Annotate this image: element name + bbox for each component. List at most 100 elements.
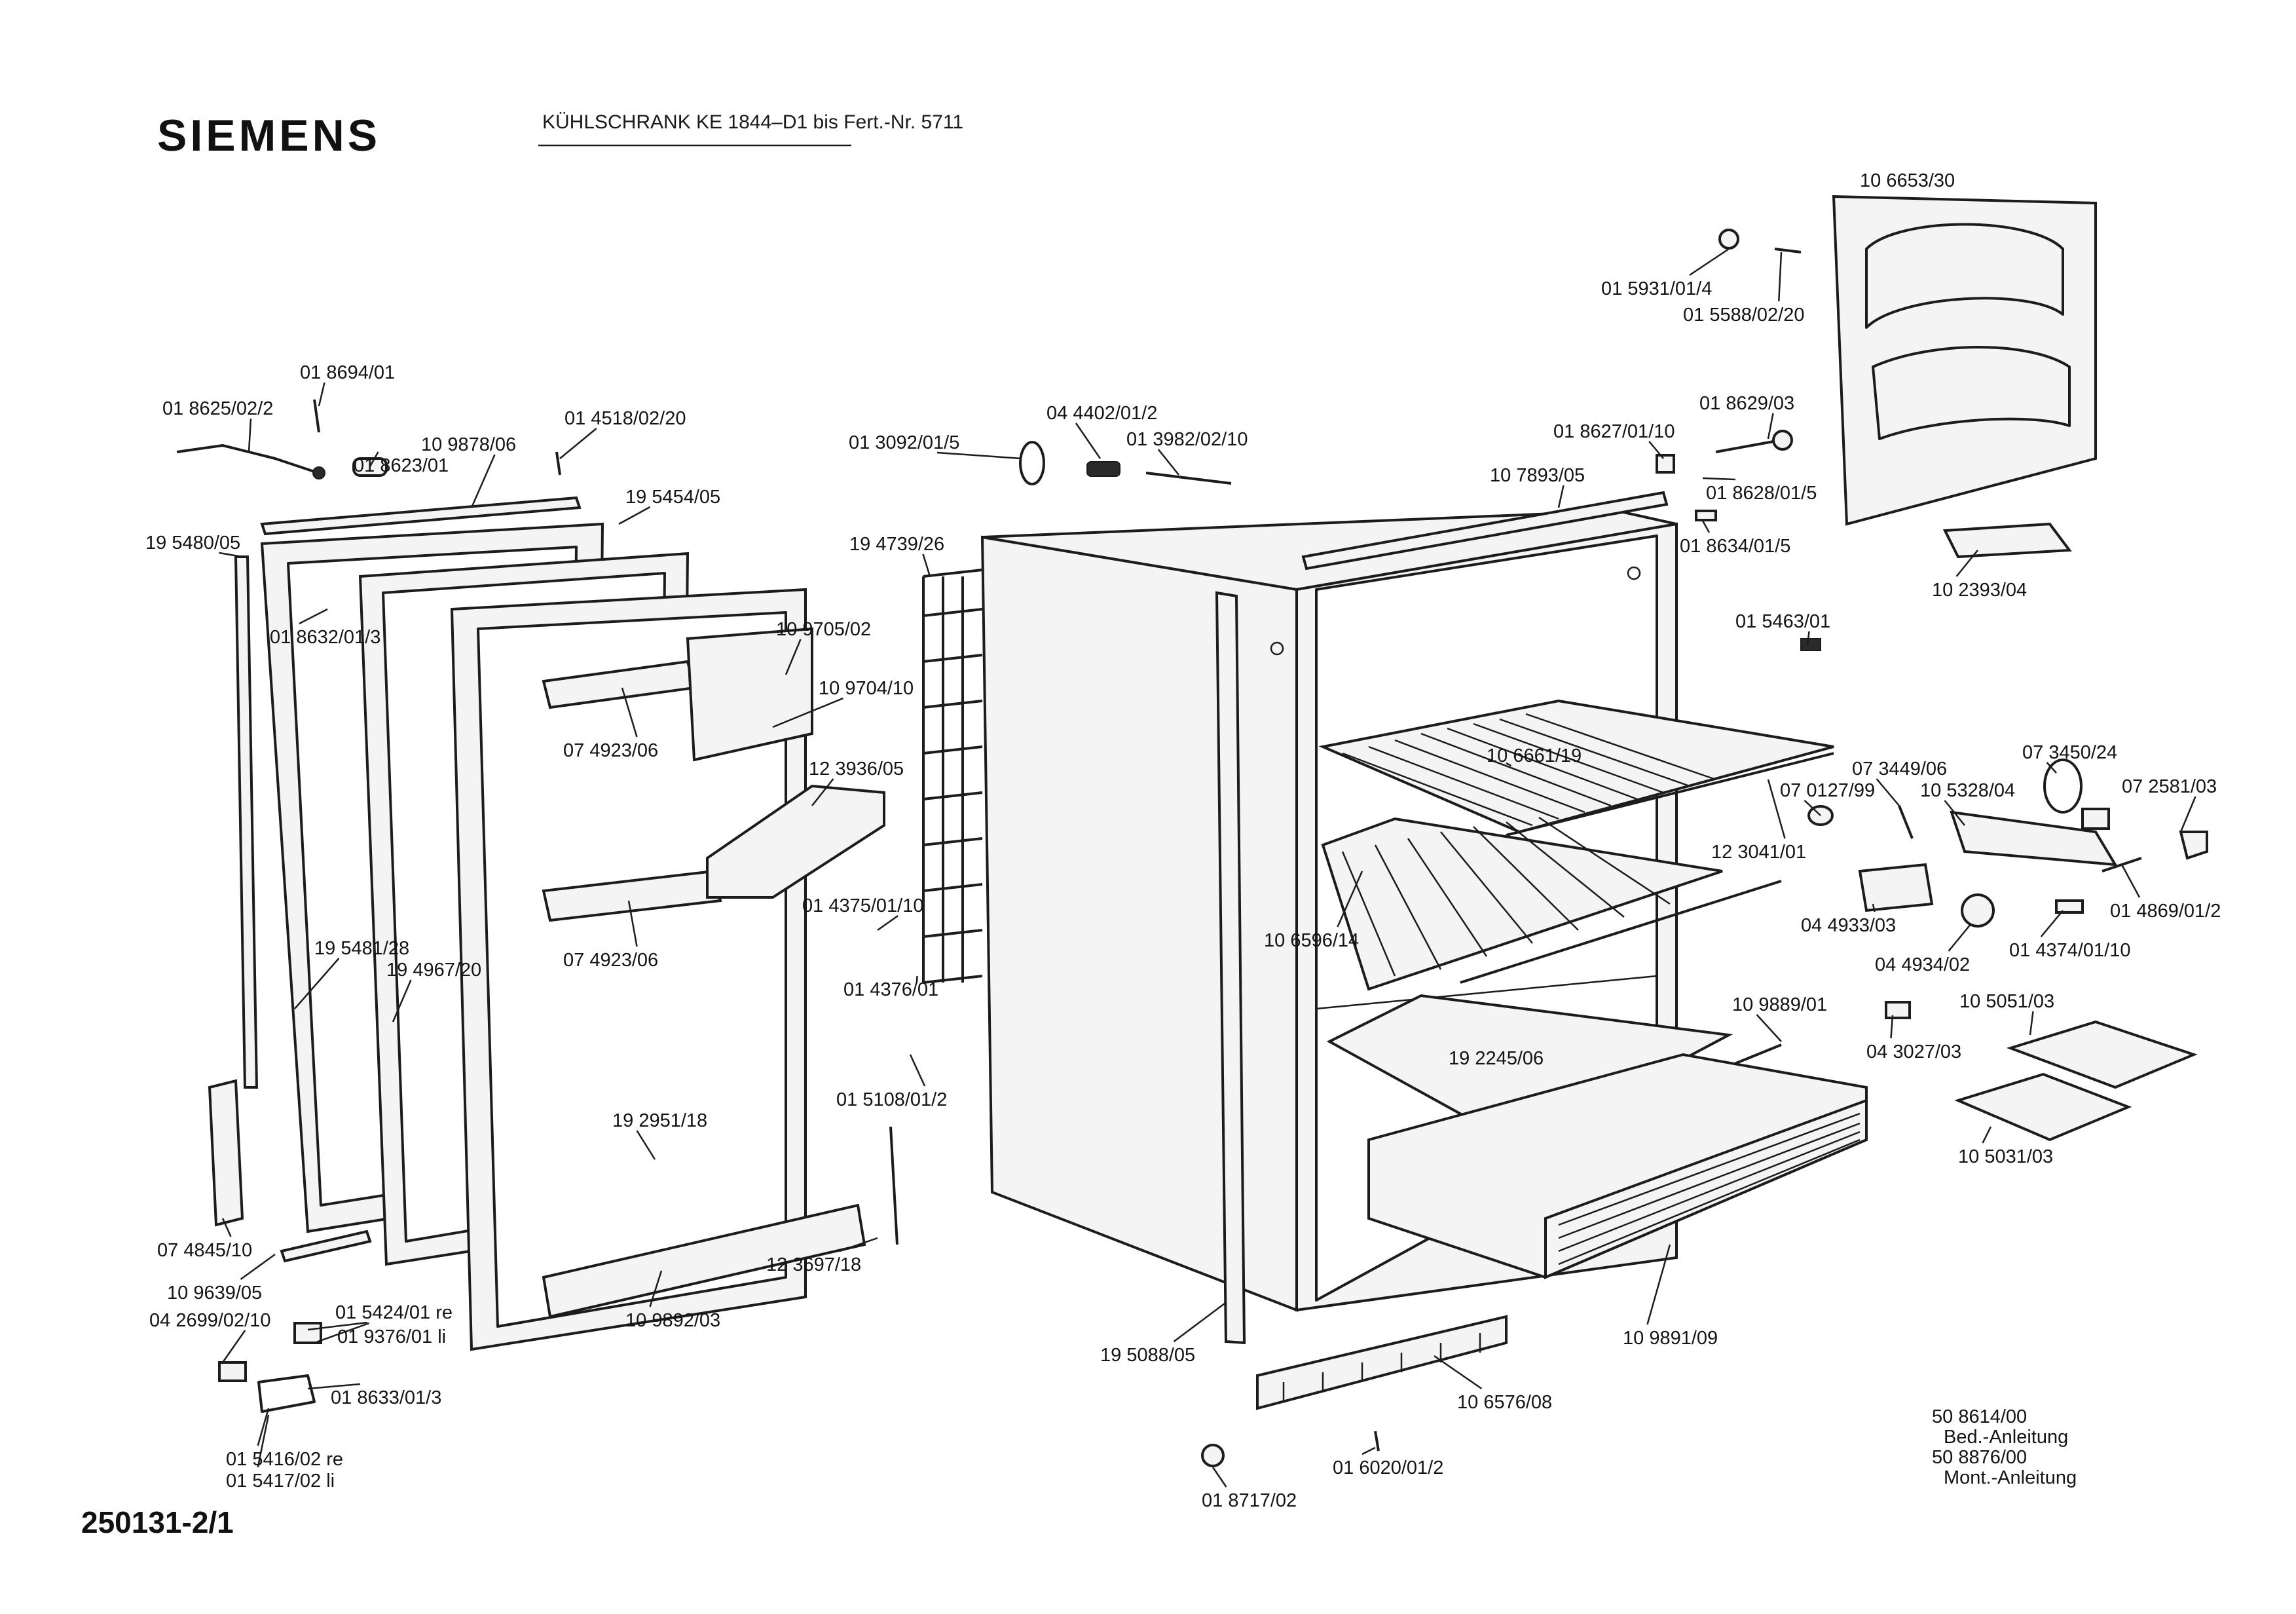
leader-line xyxy=(1701,520,1711,533)
leader-line xyxy=(294,958,340,1009)
leader-line xyxy=(621,687,638,738)
part-label: 19 4967/20 xyxy=(386,960,481,981)
part-label: 10 5328/04 xyxy=(1920,780,2015,801)
part-label: 19 4739/26 xyxy=(849,534,944,555)
thermostat-sensor xyxy=(889,1126,898,1245)
leader-line xyxy=(811,778,834,806)
foot-01-8717 xyxy=(1201,1444,1225,1467)
part-label: 10 9639/05 xyxy=(167,1283,262,1304)
shelf-10-6596-14 xyxy=(1321,816,1723,991)
part-label: 01 5416/02 re xyxy=(226,1449,343,1470)
brand-logo: SIEMENS xyxy=(157,111,380,160)
part-label: 01 3092/01/5 xyxy=(849,432,959,453)
knob-01-8629 xyxy=(1772,430,1793,451)
part-label: 04 3027/03 xyxy=(1866,1042,1961,1062)
part-label: 07 4923/06 xyxy=(563,740,658,761)
part-label: 10 9878/06 xyxy=(421,434,516,455)
part-label: 01 5931/01/4 xyxy=(1601,278,1712,299)
part-label: 10 5051/03 xyxy=(1959,991,2054,1012)
leader-line xyxy=(1646,1244,1671,1325)
part-label: 01 5463/01 xyxy=(1735,611,1830,632)
leader-line xyxy=(1806,631,1810,646)
leader-line xyxy=(257,1408,270,1446)
leader-line xyxy=(922,554,931,577)
o-ring xyxy=(1019,441,1045,485)
note-line-3: 50 8876/00 xyxy=(1932,1447,2027,1468)
hinge-plate xyxy=(218,1361,247,1382)
leader-line xyxy=(1767,779,1786,839)
switch-07-3450 xyxy=(2081,808,2110,830)
bracket-04-4933 xyxy=(1858,863,1934,912)
pin-01-8694 xyxy=(313,399,320,433)
leader-line xyxy=(627,900,638,947)
part-label: 04 4402/01/2 xyxy=(1046,403,1157,424)
note-line-4: Mont.-Anleitung xyxy=(1944,1467,2077,1488)
leader-line xyxy=(1648,441,1664,459)
leader-line xyxy=(2179,796,2196,833)
part-label: 10 2393/04 xyxy=(1932,580,2027,601)
part-label: 10 6596/14 xyxy=(1264,930,1359,951)
leader-line xyxy=(2120,864,2141,898)
part-label: 01 5424/01 re xyxy=(335,1302,453,1323)
part-label: 01 8633/01/3 xyxy=(331,1387,441,1408)
part-label: 19 5454/05 xyxy=(625,487,720,508)
capillary-coil xyxy=(2043,759,2083,814)
leader-line xyxy=(909,1054,926,1087)
screw-01-5588 xyxy=(1774,248,1802,253)
leader-line xyxy=(785,639,802,675)
part-label: 10 9889/01 xyxy=(1732,994,1827,1015)
document-number: 250131-2/1 xyxy=(81,1505,234,1539)
leader-line xyxy=(618,506,651,525)
leader-line xyxy=(1890,1015,1894,1039)
part-label: 01 8694/01 xyxy=(300,362,395,383)
part-label: 01 8628/01/5 xyxy=(1706,483,1817,504)
part-label: 01 8629/03 xyxy=(1699,393,1794,414)
pin-01-4374 xyxy=(2055,899,2084,914)
clip-01-8634 xyxy=(1695,510,1717,521)
part-label: 01 5108/01/2 xyxy=(836,1089,947,1110)
part-label: 10 9891/09 xyxy=(1623,1328,1718,1349)
part-label: 10 6661/19 xyxy=(1487,745,1582,766)
leader-line xyxy=(369,451,379,467)
part-label: 01 8627/01/10 xyxy=(1553,421,1675,442)
leader-line xyxy=(392,979,412,1023)
screw-01-4518 xyxy=(555,451,561,476)
leader-line xyxy=(299,608,328,625)
leader-line xyxy=(1212,1467,1227,1488)
part-label: 10 6576/08 xyxy=(1457,1392,1552,1413)
part-label: 04 4933/03 xyxy=(1801,915,1896,936)
crisper-drawer xyxy=(1367,1053,1868,1280)
part-label: 10 5031/03 xyxy=(1958,1146,2053,1167)
part-label: 01 3982/02/10 xyxy=(1126,429,1248,450)
leader-line xyxy=(1075,422,1102,459)
leader-line xyxy=(1157,449,1179,476)
leader-line xyxy=(1778,252,1783,302)
leader-line xyxy=(1876,778,1900,806)
part-label: 01 8625/02/2 xyxy=(162,398,273,419)
base-grille xyxy=(1256,1315,1508,1410)
hinge-bolt xyxy=(293,1322,322,1344)
leader-line xyxy=(1767,413,1774,440)
leader-line xyxy=(559,428,597,459)
leader-line xyxy=(772,697,843,728)
part-label: 12 3936/05 xyxy=(809,759,904,779)
part-label: 01 8717/02 xyxy=(1202,1490,1297,1511)
part-label: 01 5417/02 li xyxy=(226,1471,335,1492)
leader-line xyxy=(219,552,243,558)
hinge-cover xyxy=(208,1079,244,1227)
part-label: 01 4374/01/10 xyxy=(2009,940,2130,961)
egg-tray-10-5031 xyxy=(1954,1072,2132,1142)
part-label: 01 4375/01/10 xyxy=(802,895,923,916)
part-label: 19 5480/05 xyxy=(145,533,240,554)
screw-01-5931 xyxy=(1718,229,1739,250)
part-label: 12 3041/01 xyxy=(1711,842,1806,863)
hinge-arm xyxy=(176,444,315,473)
diagram-title: KÜHLSCHRANK KE 1844–D1 bis Fert.-Nr. 571… xyxy=(542,111,963,133)
part-label: 04 4934/02 xyxy=(1875,954,1970,975)
leader-line xyxy=(1955,550,1978,577)
part-label: 19 2951/18 xyxy=(612,1110,707,1131)
leader-line xyxy=(221,1218,232,1237)
part-label: 01 4518/02/20 xyxy=(565,408,686,429)
part-label: 07 4845/10 xyxy=(157,1240,252,1261)
part-label: 07 3449/06 xyxy=(1852,759,1947,779)
